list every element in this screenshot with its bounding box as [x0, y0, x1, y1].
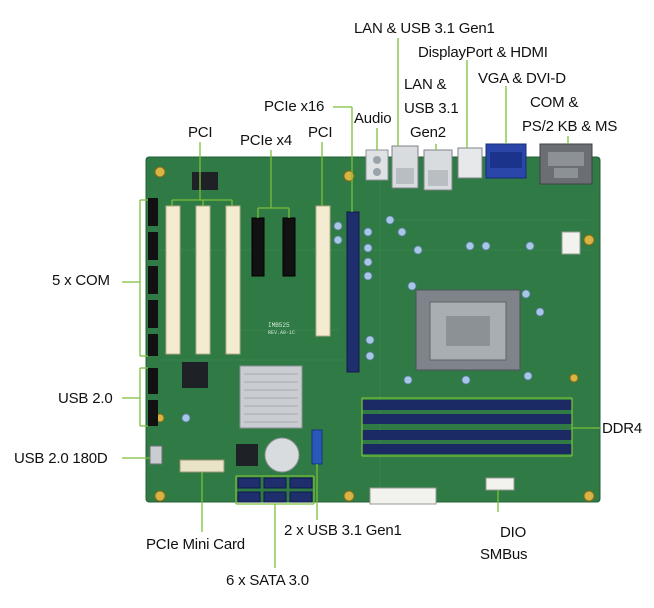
ddr4-slots [362, 400, 572, 454]
usb20-headers [148, 368, 158, 426]
label-com-line2: PS/2 KB & MS [522, 118, 618, 135]
label-pci-left: PCI [188, 124, 213, 141]
silkscreen-model: IMB525 [268, 322, 290, 329]
cpu-socket [415, 289, 521, 371]
label-lan-usb31-gen2-line1: LAN & [404, 76, 447, 93]
label-ddr4: DDR4 [602, 420, 643, 437]
label-lan-usb31-gen2-line3: Gen2 [410, 124, 446, 141]
lan-usb31-gen2-port [423, 149, 453, 191]
chipset-heatsink [239, 365, 303, 429]
pci-slots [165, 205, 331, 355]
label-pcie-x4: PCIe x4 [240, 132, 292, 149]
label-2x-usb31-gen1: 2 x USB 3.1 Gen1 [284, 522, 402, 539]
pcie-x16-slot [346, 211, 360, 373]
usb20-180d-connector [149, 445, 163, 465]
com-headers [148, 198, 158, 356]
chip [182, 362, 208, 388]
label-com-line1: COM & [530, 94, 579, 111]
label-lan-usb31-gen1: LAN & USB 3.1 Gen1 [354, 20, 495, 37]
dio-smbus-header [485, 477, 515, 491]
label-audio: Audio [354, 110, 392, 127]
lan-usb31-gen1-port [391, 145, 419, 189]
silkscreen-rev: REV.A0-1C [268, 330, 296, 336]
chip [192, 172, 218, 190]
label-5-com: 5 x COM [52, 272, 110, 289]
callout-lines [122, 38, 600, 568]
vga-dvid-port [485, 143, 527, 179]
cmos-battery [264, 437, 300, 473]
label-usb20-180d: USB 2.0 180D [14, 450, 108, 467]
label-usb20: USB 2.0 [58, 390, 113, 407]
audio-jack [365, 149, 389, 181]
sata-connectors [237, 477, 313, 503]
atx-power [369, 487, 437, 505]
label-pci-right: PCI [308, 124, 333, 141]
label-dio: DIO [500, 524, 527, 541]
usb31-gen1-header [311, 429, 323, 465]
capacitors [181, 215, 545, 423]
label-smbus: SMBus [480, 546, 528, 563]
chip [236, 444, 258, 466]
pcie-mini-card-slot [179, 459, 225, 473]
displayport-hdmi-port [457, 147, 483, 179]
label-pcie-mini-card: PCIe Mini Card [146, 536, 245, 553]
aux-power [561, 231, 581, 255]
label-displayport-hdmi: DisplayPort & HDMI [418, 44, 548, 61]
com-ps2-port [539, 143, 593, 185]
label-pcie-x16: PCIe x16 [264, 98, 325, 115]
label-vga-dvid: VGA & DVI-D [478, 70, 566, 87]
pcie-x4-slots [251, 217, 296, 277]
label-lan-usb31-gen2-line2: USB 3.1 [404, 100, 459, 117]
label-6-sata: 6 x SATA 3.0 [226, 572, 309, 589]
